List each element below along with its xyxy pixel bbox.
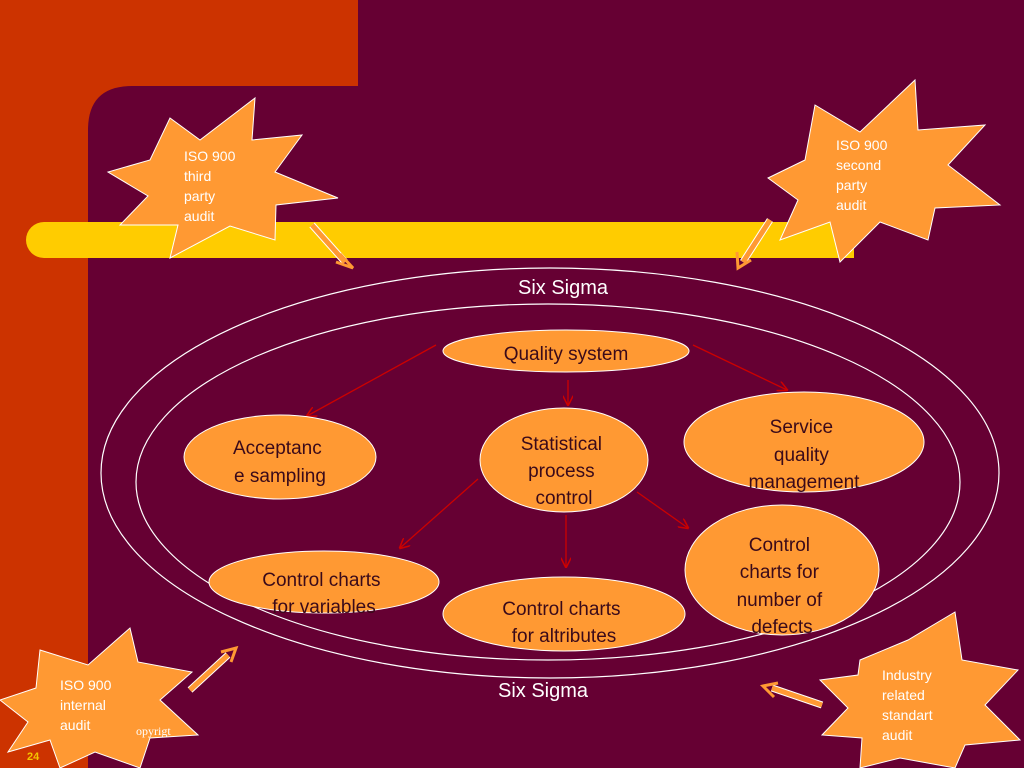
node-service-line-2: quality <box>774 445 829 466</box>
node-control-charts-variables: Control charts for variables <box>208 550 440 618</box>
burst-industry-line-1: Industry <box>882 667 932 683</box>
node-service-quality-management: Service quality management <box>683 391 925 493</box>
burst-industry-line-2: related <box>882 687 925 703</box>
svg-text:ISO 900 internal a: ISO 900 internal audit <box>60 677 115 733</box>
burst-industry-line-4: audit <box>882 727 912 743</box>
node-spc-line-2: process <box>528 461 595 482</box>
burst-third-line-1: ISO 900 <box>184 148 236 164</box>
arrow-quality-to-service <box>692 344 787 390</box>
connector-arrows <box>307 344 787 567</box>
node-variables-line-1: Control charts <box>262 570 380 591</box>
node-attributes-line-2: for altributes <box>512 626 617 647</box>
svg-text:Acceptanc e sampling: Acceptanc e sampling <box>233 438 327 487</box>
svg-text:Statistical process: Statistical process control <box>521 434 608 509</box>
arrow-spc-to-variables <box>400 478 479 548</box>
burst-second-line-2: second <box>836 157 881 173</box>
burst-internal-line-1: ISO 900 <box>60 677 112 693</box>
svg-text:Control charts for: Control charts for number of defects <box>737 535 828 638</box>
burst-internal-audit: ISO 900 internal audit <box>0 627 200 768</box>
svg-text:ISO 900 second par: ISO 900 second party audit <box>836 137 891 213</box>
arrow-spc-to-defects <box>636 491 688 528</box>
node-acceptance-line-1: Acceptanc <box>233 438 322 459</box>
burst-second-line-1: ISO 900 <box>836 137 888 153</box>
burst-third-line-3: party <box>184 188 215 204</box>
node-spc-line-1: Statistical <box>521 434 602 455</box>
node-control-charts-attributes: Control charts for altributes <box>442 576 686 652</box>
yellow-bar <box>26 222 854 258</box>
svg-text:Service quality ma: Service quality management <box>749 417 861 493</box>
burst-second-line-3: party <box>836 177 867 193</box>
burst-second-party-audit: ISO 900 second party audit <box>767 78 1002 263</box>
node-service-line-1: Service <box>770 417 833 438</box>
burst-third-line-2: third <box>184 168 211 184</box>
six-sigma-inner-ellipse <box>135 303 961 661</box>
burst-industry-standard-audit: Industry related standart audit <box>818 611 1022 768</box>
burst-third-party-audit: ISO 900 third party audit <box>106 96 339 259</box>
top-right-panel <box>358 0 1024 90</box>
node-quality-system: Quality system <box>442 329 690 373</box>
node-service-line-3: management <box>749 472 861 493</box>
svg-text:Industry related s: Industry related standart audit <box>882 667 936 743</box>
node-defects-line-2: charts for <box>740 562 820 583</box>
node-defects-line-4: defects <box>751 617 812 638</box>
node-defects-line-3: number of <box>737 590 823 611</box>
node-variables-line-2: for variables <box>272 597 376 618</box>
svg-text:Control charts for altri: Control charts for altributes <box>502 599 626 647</box>
six-sigma-label-top: Six Sigma <box>518 277 609 299</box>
burst-internal-line-2: internal <box>60 697 106 713</box>
burst-internal-line-3: audit <box>60 717 90 733</box>
node-statistical-process-control: Statistical process control <box>479 407 649 513</box>
burst-second-line-4: audit <box>836 197 866 213</box>
node-acceptance-line-2: e sampling <box>234 466 326 487</box>
node-defects-line-1: Control <box>749 535 810 556</box>
svg-text:Control charts for varia: Control charts for variables <box>262 570 386 618</box>
burst-industry-line-3: standart <box>882 707 933 723</box>
arrow-quality-to-acceptance <box>307 344 437 416</box>
node-quality-system-label: Quality system <box>504 344 629 365</box>
svg-text:ISO 900 third part: ISO 900 third party audit <box>184 148 239 224</box>
audit-arrows <box>187 218 824 709</box>
burst-third-line-4: audit <box>184 208 214 224</box>
node-attributes-line-1: Control charts <box>502 599 620 620</box>
six-sigma-label-bottom: Six Sigma <box>498 680 589 702</box>
node-spc-line-3: control <box>535 488 592 509</box>
node-acceptance-sampling: Acceptanc e sampling <box>183 414 377 500</box>
page-number: 24 <box>27 751 40 763</box>
six-sigma-outer-ellipse <box>100 267 1000 679</box>
node-control-charts-defects: Control charts for number of defects <box>684 504 880 638</box>
footer-copyright-text: opyrigt <box>136 724 171 738</box>
